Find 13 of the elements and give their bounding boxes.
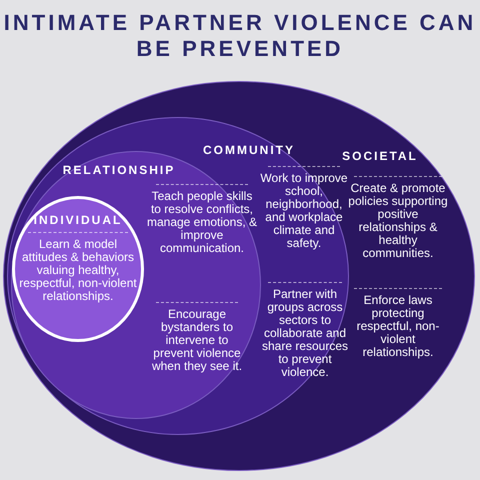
level-heading: COMMUNITY [202,144,296,157]
ellipse-zone [12,196,144,342]
ellipse-zone [2,80,476,472]
strategy-text: Partner with groups across sectors to collaborate and share resources to prevent violence. [260,288,350,379]
strategy-text: Encourage bystanders to intervene to prevent violence when they see it. [150,308,244,373]
level-heading: SOCIETAL [341,150,419,163]
title: INTIMATE PARTNER VIOLENCE CAN BE PREVENTED [2,10,478,62]
strategy-text: Learn & model attitudes & behaviors valuing healthy, respectful, non-violent relationships. [18,238,138,303]
strategy-text: Work to improve school, neighborhood, and workplace climate and safety. [259,172,349,250]
strategy-text: Create & promote policies supporting positive relationships & healthy communities. [347,182,449,260]
level-heading: INDIVIDUAL [32,214,124,227]
strategy-text: Teach people skills to resolve conflicts, manage emotions, & improve communication. [146,190,258,255]
level-heading: RELATIONSHIP [62,164,176,177]
